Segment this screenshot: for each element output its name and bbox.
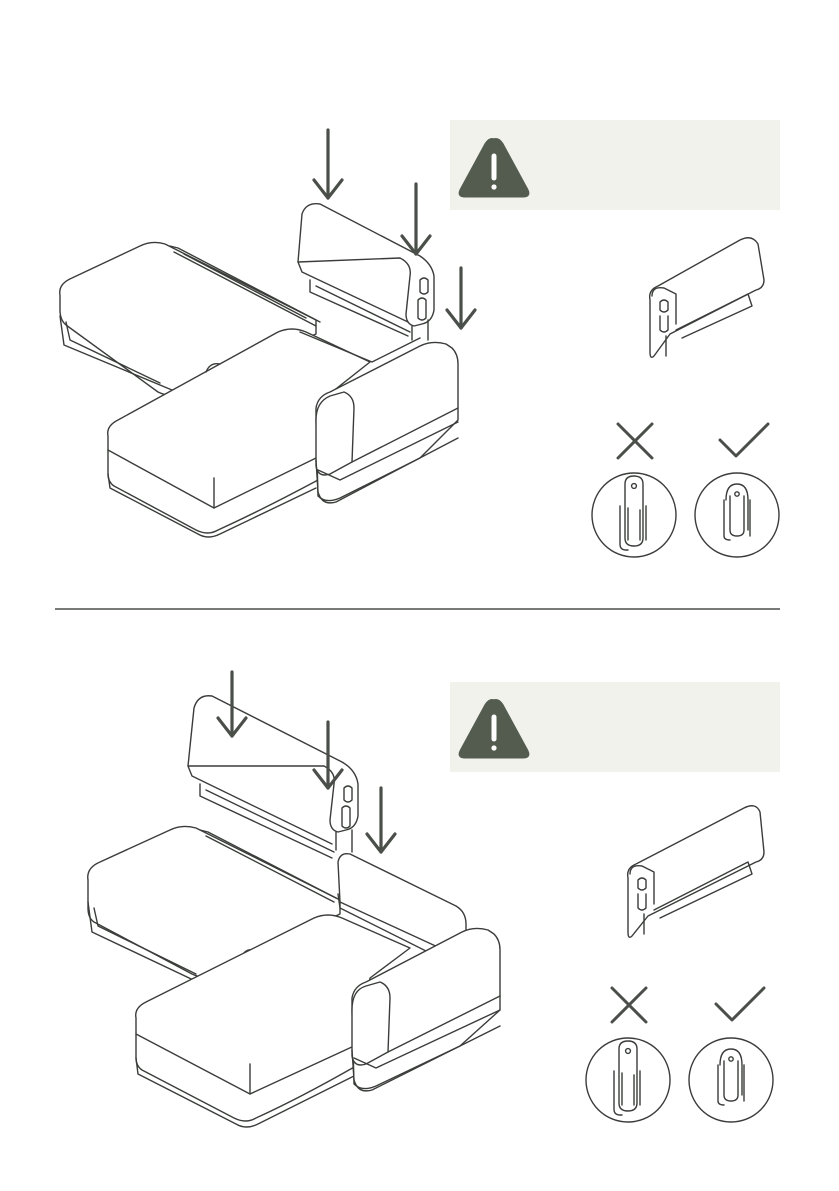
- step-1-panel: [0, 0, 839, 590]
- step-2-panel: [0, 590, 839, 1180]
- bracket-detail-correct: [689, 1038, 773, 1122]
- step-2-illustration: [0, 590, 839, 1180]
- install-check-correct: [695, 424, 779, 557]
- headrest-detail: [628, 806, 764, 938]
- cross-icon: [612, 988, 646, 1022]
- headrest-module: [188, 696, 358, 858]
- check-icon: [720, 424, 768, 456]
- headrest-module: [298, 204, 434, 340]
- step-1-illustration: [0, 0, 839, 590]
- install-check-incorrect: [592, 424, 676, 557]
- down-arrow-icon: [402, 184, 430, 254]
- bracket-detail-incorrect: [592, 473, 676, 557]
- check-icon: [716, 988, 764, 1020]
- headrest-detail: [650, 238, 764, 358]
- down-arrow-icon: [367, 788, 395, 852]
- cross-icon: [618, 424, 652, 458]
- warning-panel: [450, 120, 780, 210]
- down-arrow-icon: [314, 130, 342, 198]
- warning-panel: [450, 682, 780, 772]
- down-arrow-icon: [447, 268, 475, 328]
- bracket-detail-incorrect: [586, 1038, 670, 1122]
- install-check-incorrect: [586, 988, 670, 1122]
- bracket-detail-correct: [695, 473, 779, 557]
- install-check-correct: [689, 988, 773, 1122]
